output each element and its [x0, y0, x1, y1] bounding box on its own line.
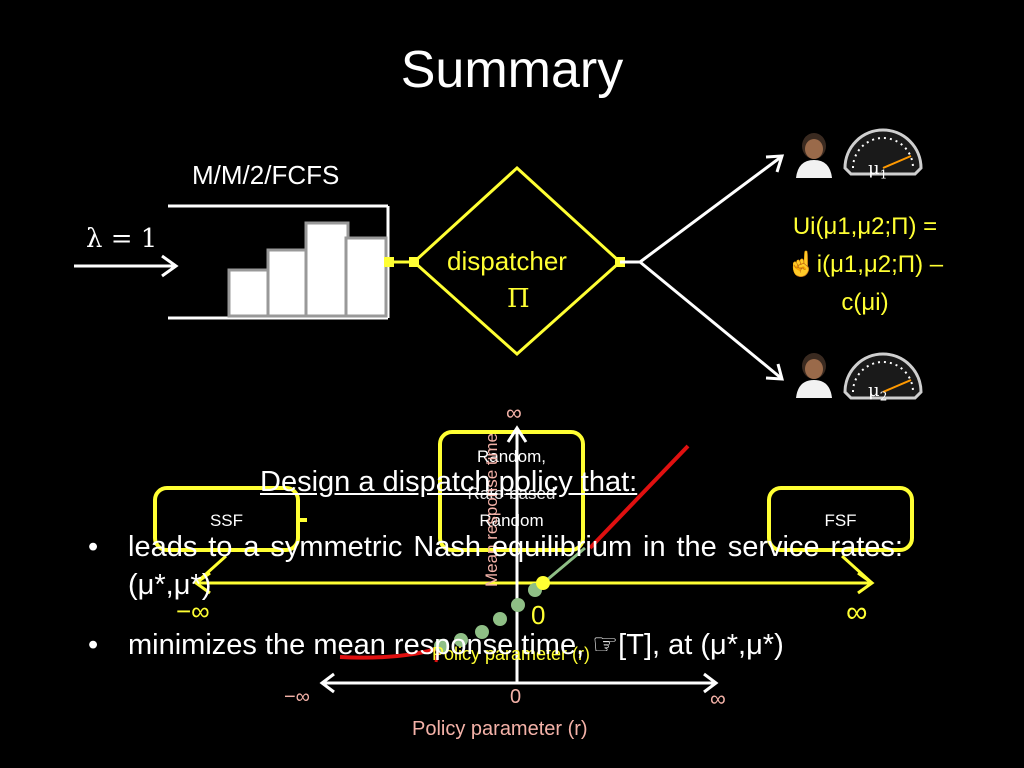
server-1-rate: μ1 — [868, 158, 888, 182]
arrow-to-server-2 — [639, 260, 782, 380]
outer-axis-label: Policy parameter (r) — [412, 718, 588, 740]
speedometer-icon — [843, 128, 923, 176]
outer-axis-max: ∞ — [710, 686, 726, 711]
utility-line-2: ☝i(μ1,μ2;Π) – — [786, 251, 944, 278]
policy-label-ssf: SSF — [209, 511, 244, 530]
slide-title: Summary — [400, 41, 624, 99]
bullet-list: leads to a symmetric Nash equilibrium in… — [88, 528, 903, 604]
design-heading: Design a dispatch policy that: — [260, 466, 638, 498]
policy-label-random-lower: Random — [479, 511, 544, 530]
utility-line-3: c(μi) — [841, 289, 889, 316]
arrow-to-server-1 — [639, 155, 782, 264]
inner-axis-max: ∞ — [846, 596, 868, 629]
speedometer-icon — [843, 352, 923, 400]
job-bar-4 — [344, 236, 388, 318]
dispatcher-diamond — [411, 165, 623, 357]
job-bar-1 — [227, 268, 271, 318]
queue-label: M/M/2/FCFS — [192, 160, 340, 190]
outer-axis-min: −∞ — [284, 686, 310, 708]
server-2-rate: μ2 — [868, 380, 888, 404]
dispatcher-label: dispatcher — [447, 246, 567, 276]
job-bar-3 — [304, 221, 350, 318]
person-icon — [796, 353, 832, 398]
plot-y-top-label: ∞ — [506, 400, 522, 425]
dispatcher-symbol: Π — [507, 284, 530, 314]
job-bar-2 — [266, 248, 310, 318]
outer-axis-zero: 0 — [510, 686, 522, 708]
policy-label-rate-based: Rate-based — [467, 484, 556, 503]
bullet-list: minimizes the mean response time, ☞[T], … — [88, 626, 903, 664]
bullet-item: leads to a symmetric Nash equilibrium in… — [88, 528, 903, 604]
policy-label-random-upper: Random, — [477, 447, 546, 466]
arrival-rate-label: λ = 1 — [86, 224, 158, 254]
utility-function: Ui(μ1,μ2;Π) = ☝i(μ1,μ2;Π) – c(μi) — [760, 208, 970, 322]
policy-label-fsf: FSF — [824, 511, 857, 530]
person-icon — [796, 133, 832, 178]
inner-axis-zero: 0 — [531, 600, 546, 630]
bullet-item: minimizes the mean response time, ☞[T], … — [88, 626, 903, 664]
utility-line-1: Ui(μ1,μ2;Π) = — [792, 213, 938, 240]
